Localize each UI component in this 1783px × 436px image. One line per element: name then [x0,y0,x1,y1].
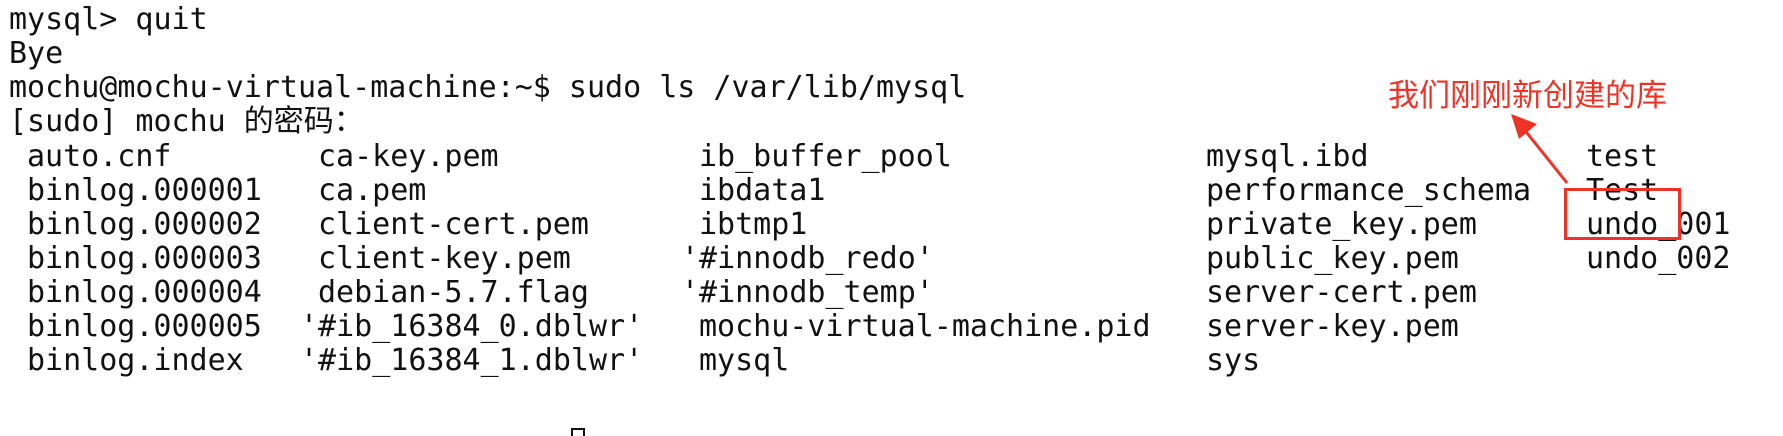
file-entry: binlog.000002 [27,207,262,242]
file-entry: ibdata1 [699,173,826,208]
file-entry: performance_schema [1206,173,1532,208]
file-entry: binlog.000005 [27,309,262,344]
terminal-line-command: mochu@mochu-virtual-machine:~$ sudo ls /… [9,70,967,105]
file-entry: mysql.ibd [1206,139,1369,174]
file-entry: mochu-virtual-machine.pid [699,309,1151,344]
highlight-box [1564,188,1681,240]
file-entry: '#ib_16384_0.dblwr' [300,309,644,344]
file-entry: private_key.pem [1206,207,1477,242]
terminal-line-sudo-prompt: [sudo] mochu 的密码： [9,104,364,139]
file-entry: undo_001 [1586,207,1731,242]
file-entry: '#innodb_temp' [681,275,934,310]
file-entry: undo_002 [1586,241,1731,276]
file-entry: server-cert.pem [1206,275,1477,310]
annotation-label: 我们刚刚新创建的库 [1388,78,1667,114]
file-entry: client-key.pem [318,241,571,276]
file-entry: mysql [699,343,790,378]
text-cursor [571,428,585,436]
file-entry: binlog.000004 [27,275,262,310]
file-entry: '#innodb_redo' [681,241,934,276]
file-entry: ibtmp1 [699,207,808,242]
file-entry: binlog.index [27,343,244,378]
file-entry: binlog.000003 [27,241,262,276]
file-entry: auto.cnf [27,139,172,174]
file-entry: sys [1206,343,1261,378]
file-entry: '#ib_16384_1.dblwr' [300,343,644,378]
file-entry: ib_buffer_pool [699,139,952,174]
file-entry: ca-key.pem [318,139,499,174]
file-entry-test: test [1586,139,1659,174]
file-entry: client-cert.pem [318,207,589,242]
file-entry: debian-5.7.flag [318,275,589,310]
terminal-line-quit: mysql> quit [9,2,208,37]
file-entry: binlog.000001 [27,173,262,208]
file-entry: server-key.pem [1206,309,1459,344]
terminal-line-bye: Bye [9,36,64,71]
file-entry: public_key.pem [1206,241,1459,276]
file-entry: ca.pem [318,173,427,208]
